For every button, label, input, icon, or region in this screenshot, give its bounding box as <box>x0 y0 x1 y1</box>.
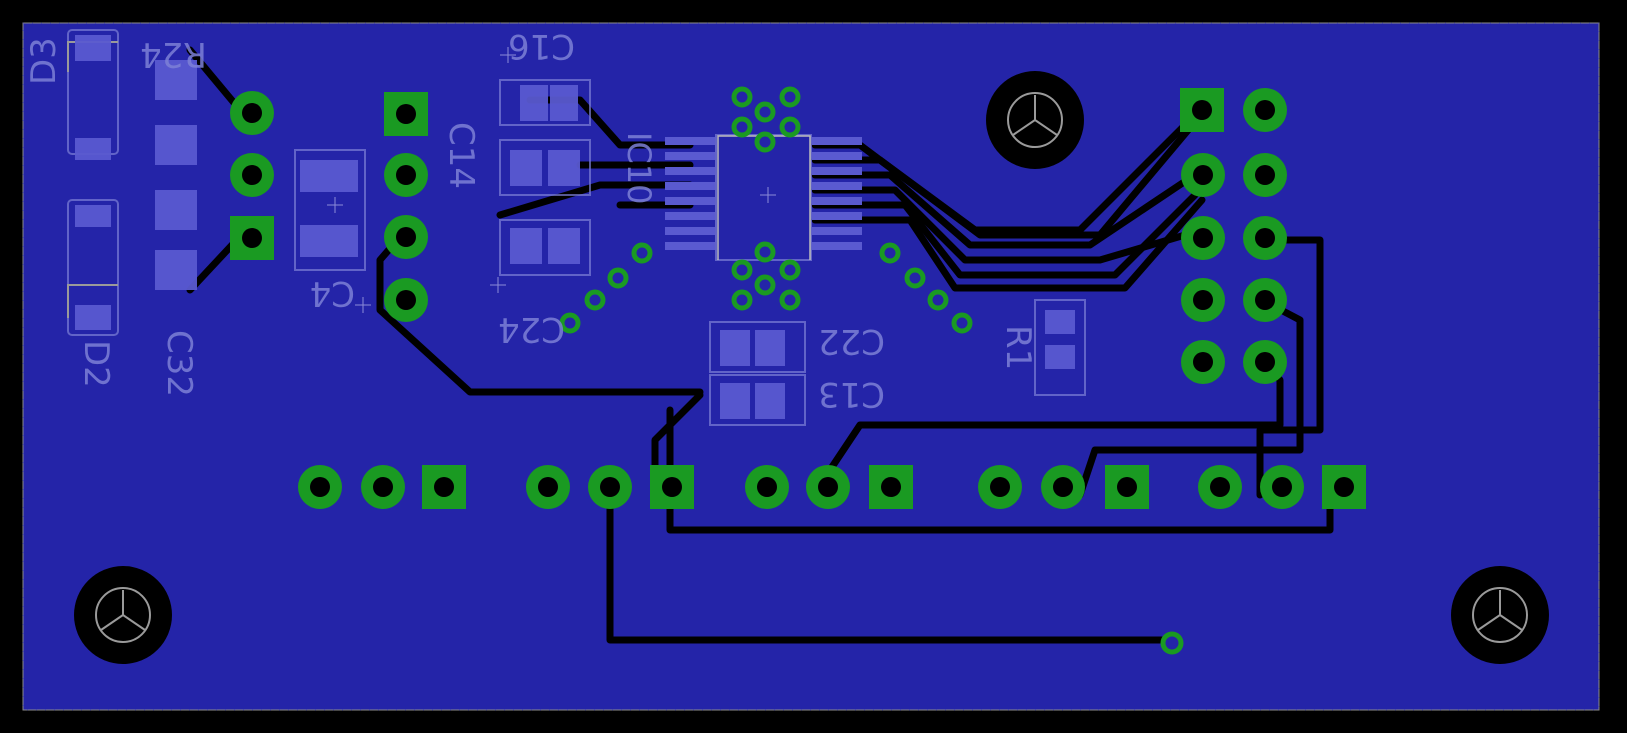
ic10-pins <box>665 137 862 250</box>
smd-pad[interactable] <box>520 85 548 121</box>
label-r1: R1 <box>998 325 1038 370</box>
vias <box>559 86 1184 655</box>
smd-pad[interactable] <box>75 205 111 227</box>
smd-pad[interactable] <box>155 250 197 290</box>
label-r24: R24 <box>140 34 207 74</box>
trace <box>1076 296 1304 499</box>
smd-pad[interactable] <box>1045 310 1075 334</box>
c16-outline <box>499 79 591 126</box>
c13-outline <box>709 374 806 426</box>
label-c22: C22 <box>818 321 885 361</box>
smd-pad[interactable] <box>1045 345 1075 369</box>
smd-pad[interactable] <box>550 85 578 121</box>
smd-pad[interactable] <box>510 150 542 186</box>
c14-outline <box>499 139 591 196</box>
label-c13: C13 <box>818 374 885 414</box>
label-c4: C4 <box>310 273 355 313</box>
smd-pad[interactable] <box>155 125 197 165</box>
smd-pad[interactable] <box>548 228 580 264</box>
origin-cross-icon <box>327 47 776 313</box>
smd-pad[interactable] <box>720 330 750 366</box>
c4-outline <box>294 149 366 271</box>
mounting-hole-icon[interactable] <box>986 71 1084 169</box>
trace <box>606 481 1169 644</box>
smd-pad[interactable] <box>75 35 111 61</box>
smd-pad[interactable] <box>300 225 358 257</box>
smd-pad[interactable] <box>755 330 785 366</box>
smd-pad[interactable] <box>155 190 197 230</box>
grid-dots <box>22 22 1600 711</box>
smd-pad[interactable] <box>300 160 358 192</box>
trace <box>811 196 1206 292</box>
smd-pad[interactable] <box>720 383 750 419</box>
trace <box>811 166 1206 249</box>
c24-outline <box>499 219 591 276</box>
trace <box>186 46 244 114</box>
mounting-holes <box>74 71 1549 664</box>
trace <box>496 181 694 219</box>
label-ic10: IC10 <box>620 132 658 205</box>
through-hole-pads <box>230 88 1366 509</box>
smd-pad[interactable] <box>755 383 785 419</box>
smd-pad[interactable] <box>155 60 197 100</box>
label-d3: D3 <box>24 37 64 85</box>
smd-pads <box>75 35 1075 419</box>
label-c16: C16 <box>508 26 575 66</box>
d2-outline <box>67 199 119 336</box>
trace <box>811 176 1214 279</box>
label-d2: D2 <box>76 340 116 388</box>
label-c14: C14 <box>441 122 481 189</box>
mounting-hole-icon[interactable] <box>1451 566 1549 664</box>
label-c24: C24 <box>498 309 565 349</box>
smd-pad[interactable] <box>75 138 111 160</box>
c22-outline <box>709 321 806 373</box>
r1-outline <box>1034 299 1086 396</box>
trace <box>811 186 1206 264</box>
smd-pad[interactable] <box>548 150 580 186</box>
smd-pad[interactable] <box>510 228 542 264</box>
mounting-hole-icon[interactable] <box>74 566 172 664</box>
label-c32: C32 <box>159 330 199 397</box>
smd-pad[interactable] <box>75 305 111 330</box>
